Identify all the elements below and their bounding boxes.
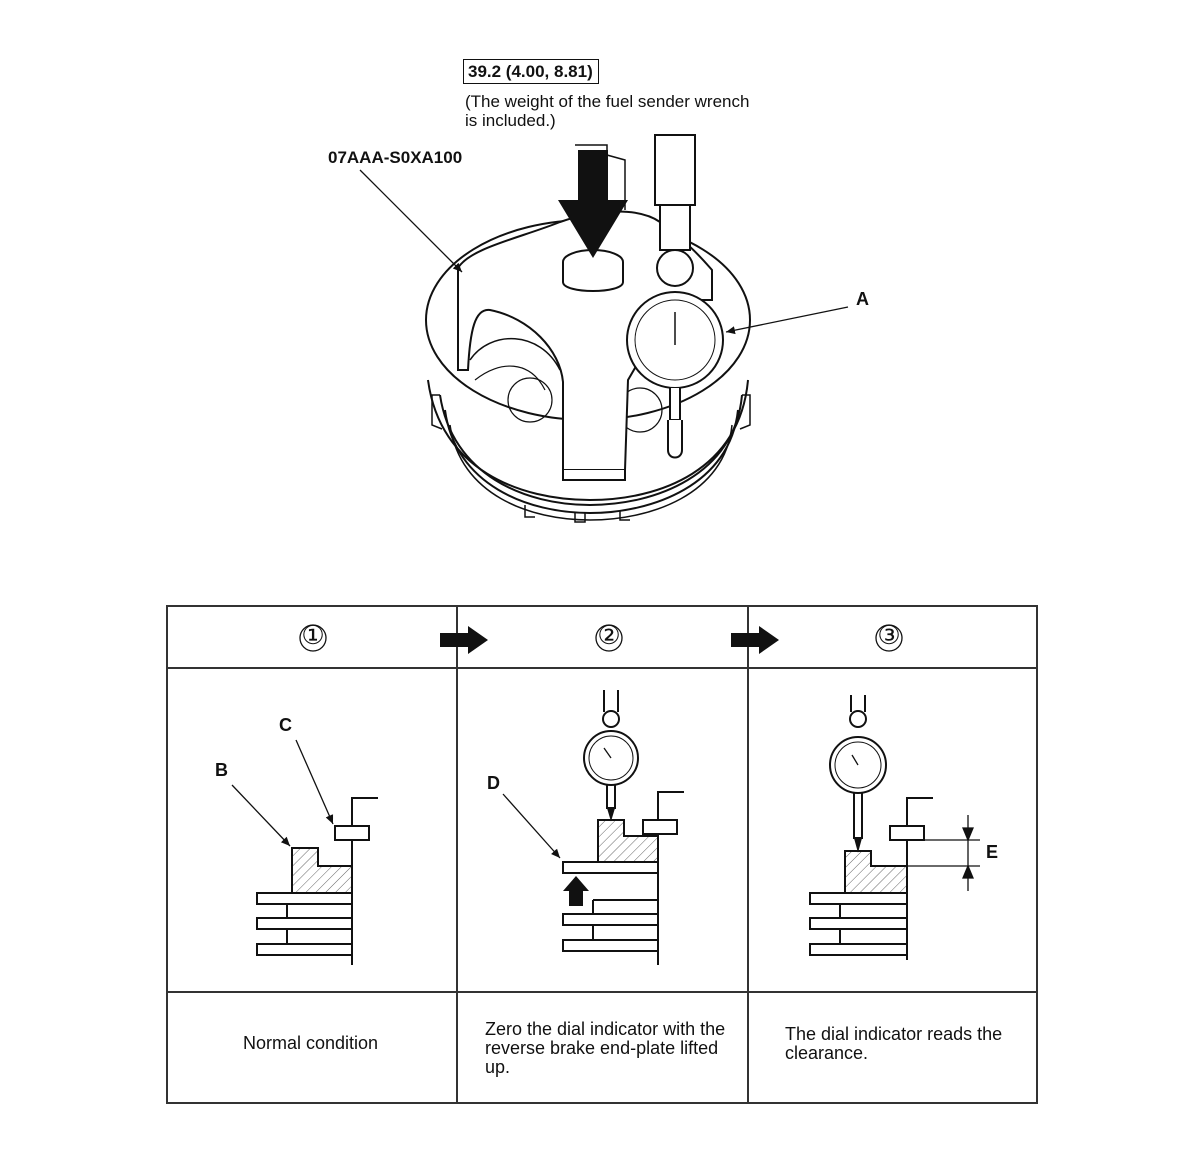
callout-a-leader-line: [725, 306, 849, 335]
right-arrow-icon: [731, 626, 779, 654]
step-2-caption: Zero the dial indicator with the reverse…: [485, 1019, 726, 1077]
table-border: [166, 605, 1038, 1104]
dial-indicator-icon: [583, 690, 639, 822]
tool-number-label: 07AAA-S0XA100: [328, 148, 463, 167]
step-2-number: ②: [597, 621, 621, 651]
callout-b-leader-line: [231, 784, 291, 847]
torque-spec-note: (The weight of the fuel sender wrench is…: [465, 92, 750, 130]
step-2-diagram: [562, 791, 684, 965]
step-1-diagram: [256, 797, 378, 965]
dial-indicator-icon: [829, 695, 887, 853]
step-1-number: ①: [301, 621, 325, 651]
callout-b-label: B: [215, 760, 228, 780]
step-3-number: ③: [877, 621, 901, 651]
torque-spec-box: 39.2 (4.00, 8.81): [463, 59, 599, 84]
callout-d-leader-line: [502, 793, 561, 859]
callout-d-label: D: [487, 773, 500, 793]
tool-leader-line: [359, 169, 463, 273]
step-2-circle: [595, 624, 623, 652]
dial-indicator: [626, 134, 724, 459]
step-3-circle: [875, 624, 903, 652]
callout-e-label: E: [986, 842, 999, 862]
callout-a-label: A: [856, 289, 869, 309]
callout-c-leader-line: [295, 739, 334, 825]
clearance-dimension: [908, 815, 980, 891]
up-arrow-icon: [563, 876, 589, 906]
step-1-circle: [299, 624, 327, 652]
down-arrow-icon: [558, 144, 628, 258]
right-arrow-icon: [440, 626, 488, 654]
step-1-caption: Normal condition: [243, 1033, 379, 1053]
callout-c-label: C: [279, 715, 292, 735]
step-3-diagram: [809, 797, 933, 960]
step-3-caption: The dial indicator reads the clearance.: [785, 1024, 1003, 1063]
